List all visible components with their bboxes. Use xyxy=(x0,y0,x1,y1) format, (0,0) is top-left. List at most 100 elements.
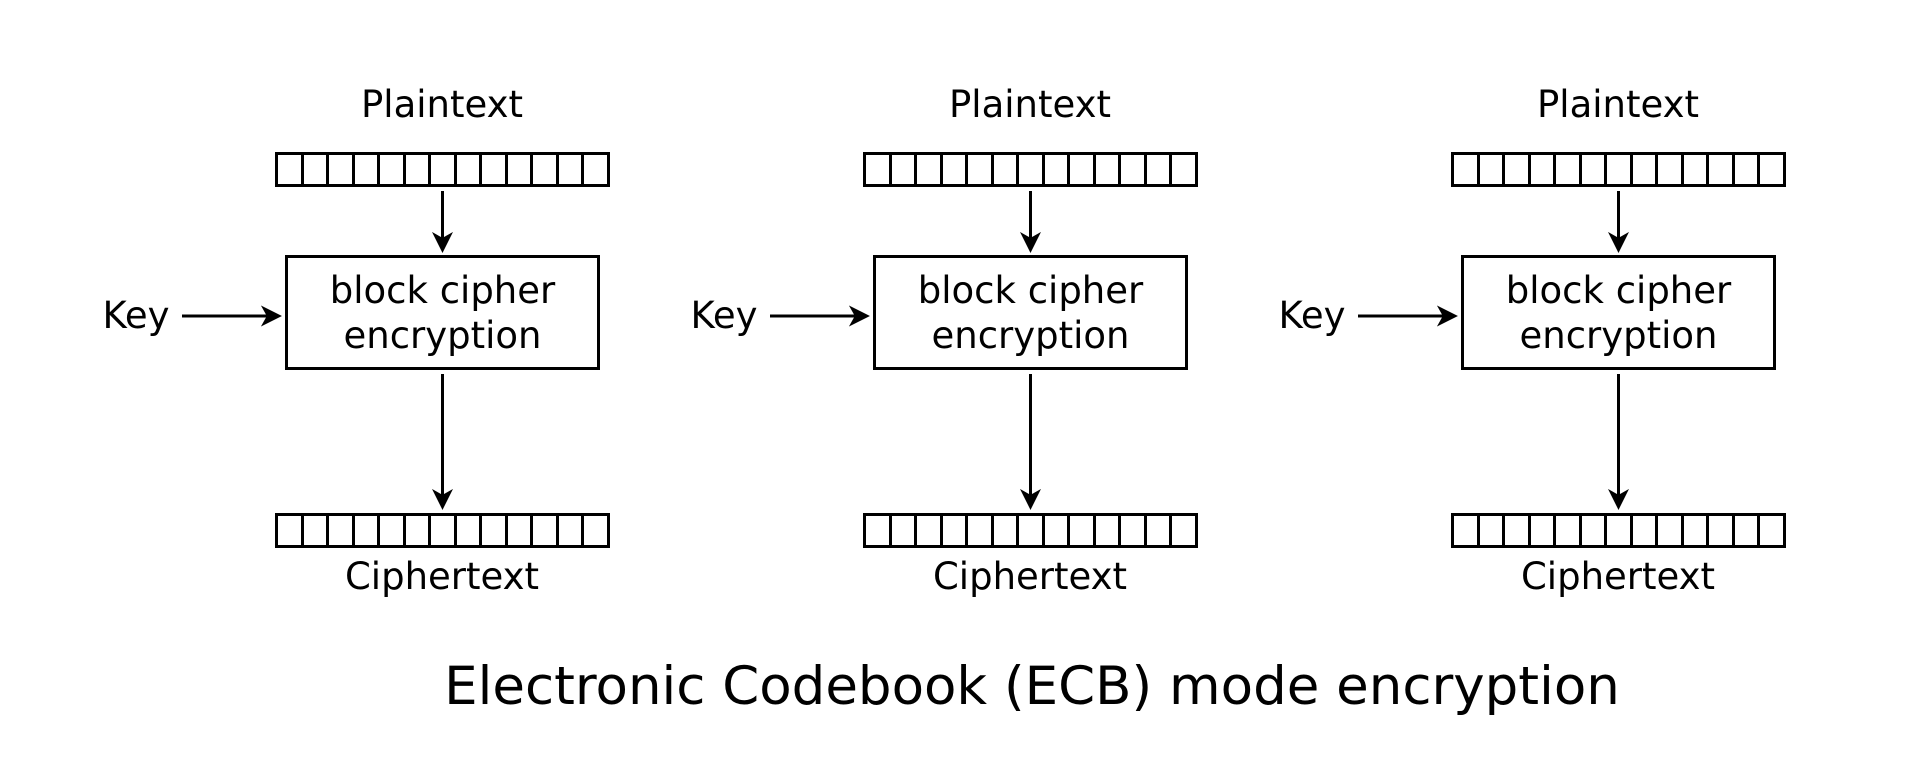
block-cipher-box-line2: encryption xyxy=(343,313,542,357)
bit-cell xyxy=(1632,155,1659,184)
plaintext-label: Plaintext xyxy=(1536,83,1700,126)
ciphertext-label: Ciphertext xyxy=(344,555,540,598)
bit-cell xyxy=(1530,516,1557,545)
block-cipher-box-line1: block cipher xyxy=(917,268,1144,312)
bit-cell xyxy=(1709,516,1735,545)
bit-cell xyxy=(584,516,607,545)
ciphertext-bit-strip xyxy=(1451,513,1786,548)
bit-cell xyxy=(917,155,943,184)
bit-cell xyxy=(1734,516,1761,545)
bit-cell xyxy=(278,516,304,545)
bit-cell xyxy=(1683,516,1710,545)
bit-cell xyxy=(558,516,585,545)
bit-cell xyxy=(1607,155,1633,184)
bit-cell xyxy=(1454,516,1480,545)
plaintext-bit-strip xyxy=(275,152,610,187)
bit-cell xyxy=(507,516,534,545)
bit-cell xyxy=(1172,516,1195,545)
bit-cell xyxy=(1683,155,1710,184)
plaintext-bit-strip xyxy=(1451,152,1786,187)
bit-cell xyxy=(558,155,585,184)
bit-cell xyxy=(507,155,534,184)
bit-cell xyxy=(1121,155,1147,184)
bit-cell xyxy=(1734,155,1761,184)
bit-cell xyxy=(1581,155,1608,184)
bit-cell xyxy=(1070,516,1096,545)
bit-cell xyxy=(993,155,1020,184)
key-label: Key xyxy=(690,294,758,337)
bit-cell xyxy=(891,516,918,545)
bit-cell xyxy=(942,516,969,545)
bit-cell xyxy=(1044,155,1071,184)
bit-cell xyxy=(1454,155,1480,184)
bit-cell xyxy=(456,516,483,545)
bit-cell xyxy=(917,516,943,545)
bit-cell xyxy=(584,155,607,184)
bit-cell xyxy=(942,155,969,184)
block-cipher-encryption-box: block cipher encryption xyxy=(285,255,600,370)
ciphertext-bit-strip xyxy=(863,513,1198,548)
bit-cell xyxy=(405,516,432,545)
bit-cell xyxy=(354,155,381,184)
bit-cell xyxy=(1070,155,1096,184)
ciphertext-label: Ciphertext xyxy=(1520,555,1716,598)
bit-cell xyxy=(866,155,892,184)
key-label: Key xyxy=(102,294,170,337)
bit-cell xyxy=(278,155,304,184)
bit-cell xyxy=(380,155,406,184)
ciphertext-bit-strip xyxy=(275,513,610,548)
bit-cell xyxy=(993,516,1020,545)
bit-cell xyxy=(1044,516,1071,545)
bit-cell xyxy=(1019,155,1045,184)
block-cipher-box-line1: block cipher xyxy=(1505,268,1732,312)
bit-cell xyxy=(456,155,483,184)
bit-cell xyxy=(1658,516,1684,545)
key-label: Key xyxy=(1278,294,1346,337)
bit-cell xyxy=(405,155,432,184)
diagram-title: Electronic Codebook (ECB) mode encryptio… xyxy=(444,656,1620,717)
block-cipher-box-line2: encryption xyxy=(931,313,1130,357)
plaintext-label: Plaintext xyxy=(360,83,524,126)
block-cipher-box-line2: encryption xyxy=(1519,313,1718,357)
block-cipher-box-line1: block cipher xyxy=(329,268,556,312)
bit-cell xyxy=(1658,155,1684,184)
bit-cell xyxy=(533,516,559,545)
bit-cell xyxy=(482,516,508,545)
bit-cell xyxy=(1095,516,1122,545)
bit-cell xyxy=(968,516,994,545)
bit-cell xyxy=(303,155,330,184)
bit-cell xyxy=(1146,516,1173,545)
bit-cell xyxy=(329,516,355,545)
bit-cell xyxy=(1019,516,1045,545)
bit-cell xyxy=(1556,516,1582,545)
bit-cell xyxy=(533,155,559,184)
block-cipher-encryption-box: block cipher encryption xyxy=(1461,255,1776,370)
bit-cell xyxy=(303,516,330,545)
bit-cell xyxy=(968,155,994,184)
bit-cell xyxy=(380,516,406,545)
bit-cell xyxy=(329,155,355,184)
bit-cell xyxy=(1172,155,1195,184)
bit-cell xyxy=(1760,155,1783,184)
bit-cell xyxy=(482,155,508,184)
bit-cell xyxy=(1607,516,1633,545)
bit-cell xyxy=(1505,516,1531,545)
ciphertext-label: Ciphertext xyxy=(932,555,1128,598)
bit-cell xyxy=(1479,155,1506,184)
bit-cell xyxy=(891,155,918,184)
bit-cell xyxy=(1146,155,1173,184)
bit-cell xyxy=(1709,155,1735,184)
bit-cell xyxy=(1556,155,1582,184)
bit-cell xyxy=(431,155,457,184)
bit-cell xyxy=(431,516,457,545)
bit-cell xyxy=(1530,155,1557,184)
plaintext-label: Plaintext xyxy=(948,83,1112,126)
bit-cell xyxy=(1505,155,1531,184)
bit-cell xyxy=(866,516,892,545)
bit-cell xyxy=(1581,516,1608,545)
plaintext-bit-strip xyxy=(863,152,1198,187)
bit-cell xyxy=(1760,516,1783,545)
bit-cell xyxy=(1632,516,1659,545)
block-cipher-encryption-box: block cipher encryption xyxy=(873,255,1188,370)
